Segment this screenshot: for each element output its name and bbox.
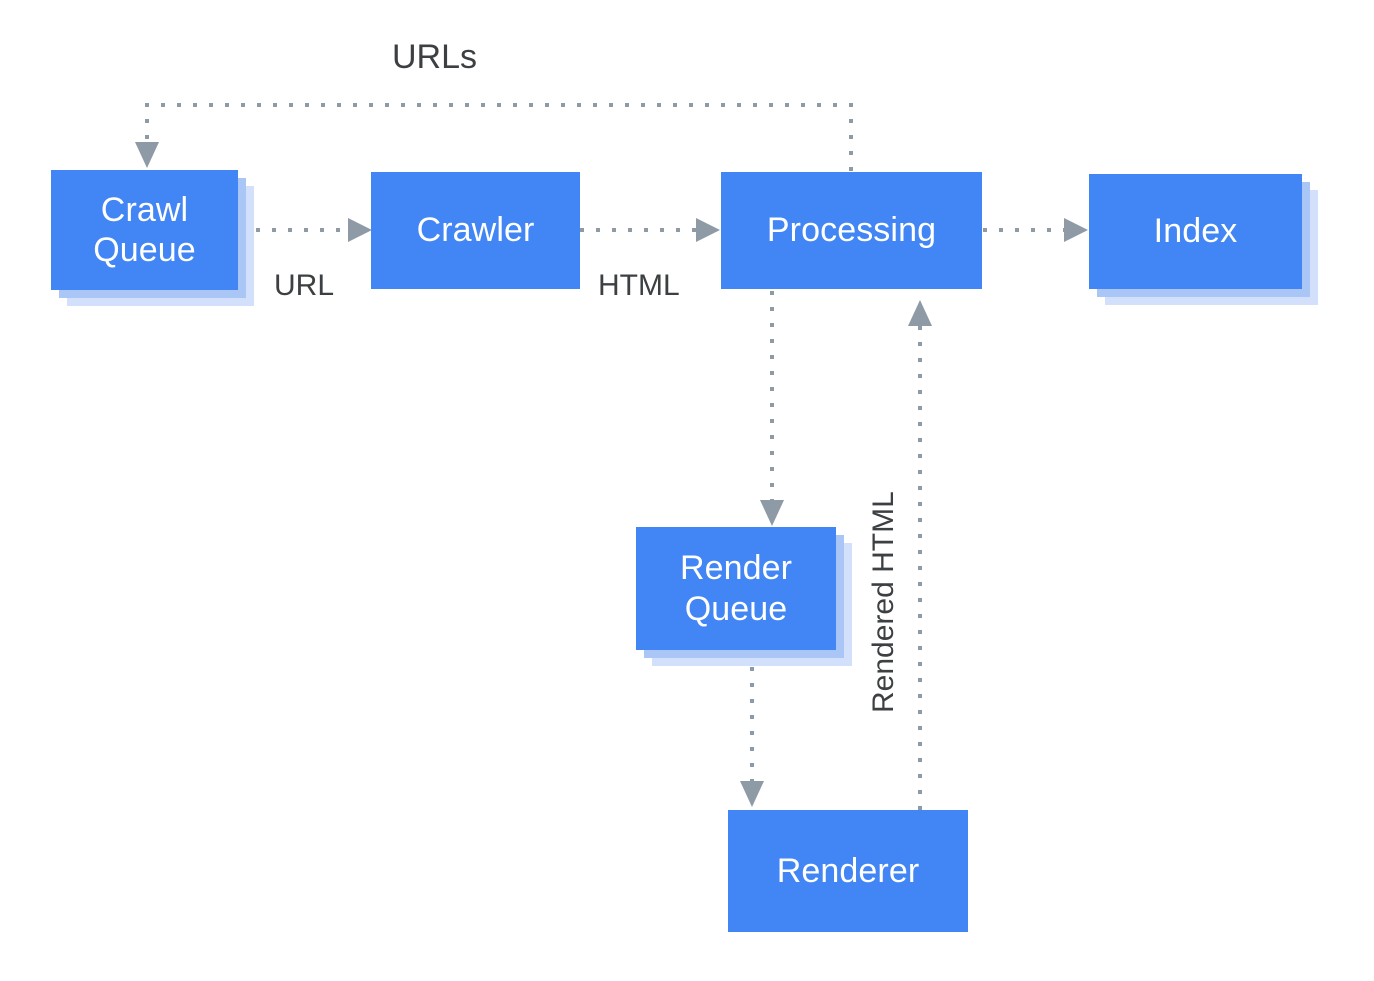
crawl-queue-face: Crawl Queue [51,170,238,290]
edge-label-url: URL [274,269,335,302]
node-crawler[interactable]: Crawler [371,172,580,289]
renderer-face: Renderer [728,810,968,932]
node-crawl-queue[interactable]: Crawl Queue [51,170,254,306]
edge-processing-to-crawl-queue [135,103,853,171]
node-label-index: Index [1153,212,1238,251]
node-processing[interactable]: Processing [721,172,982,289]
crawler-face: Crawler [371,172,580,289]
index-face: Index [1089,174,1302,289]
edge-processing-to-index [983,218,1088,242]
edge-renderer-to-processing [908,300,932,810]
render-queue-face: Render Queue [636,527,836,650]
edge-crawl-queue-to-crawler [256,218,372,242]
node-label-render-queue: Render Queue [679,549,793,628]
node-label-processing: Processing [766,211,937,250]
node-index[interactable]: Index [1089,174,1318,305]
edge-label-urls: URLs [392,38,478,76]
node-render-queue[interactable]: Render Queue [636,527,852,666]
edge-render-queue-to-renderer [740,667,764,807]
node-renderer[interactable]: Renderer [728,810,968,932]
edge-label-html: HTML [598,269,680,302]
edge-label-rendered-html: Rendered HTML [867,491,900,713]
node-label-crawl-queue: Crawl Queue [93,190,196,269]
node-label-crawler: Crawler [416,211,535,250]
edge-processing-to-render-queue [760,291,784,526]
processing-face: Processing [721,172,982,289]
edge-crawler-to-processing [580,218,720,242]
node-label-renderer: Renderer [776,851,920,890]
